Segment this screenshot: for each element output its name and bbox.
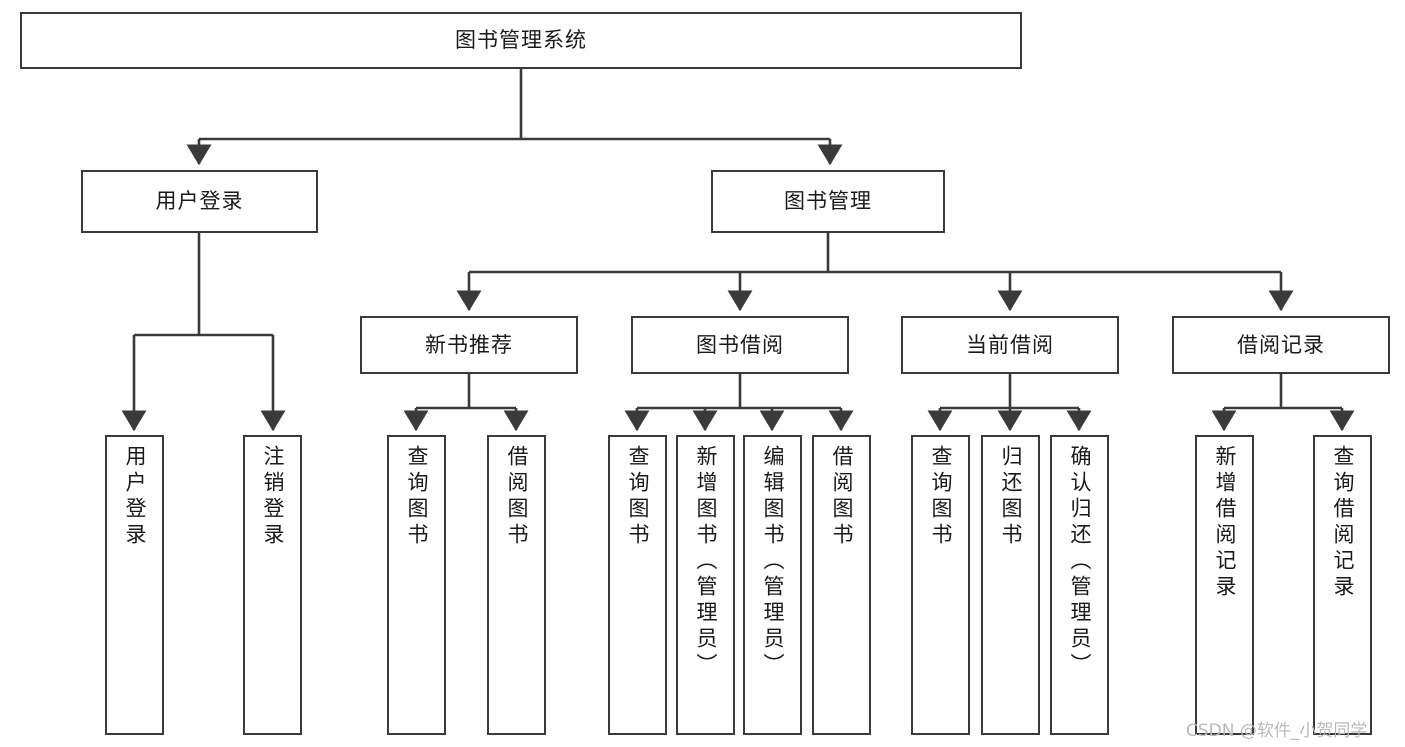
node-leaf-borrow-book-1-label: 借阅图书 [505, 445, 529, 549]
node-leaf-borrow-book-2[interactable]: 借阅图书 [812, 435, 871, 735]
node-leaf-return-book[interactable]: 归还图书 [981, 435, 1040, 735]
node-leaf-borrow-book-2-label: 借阅图书 [830, 445, 854, 549]
node-leaf-query-book-1-label: 查询图书 [405, 445, 429, 549]
node-leaf-user-logout[interactable]: 注销登录 [243, 435, 302, 735]
node-user-login[interactable]: 用户登录 [81, 170, 318, 233]
node-leaf-borrow-book-1[interactable]: 借阅图书 [487, 435, 546, 735]
node-leaf-confirm-return[interactable]: 确认归还（管理员） [1050, 435, 1109, 735]
node-user-login-label: 用户登录 [155, 189, 244, 214]
node-borrow-record[interactable]: 借阅记录 [1172, 316, 1390, 374]
node-leaf-query-record-label: 查询借阅记录 [1331, 445, 1355, 601]
node-leaf-add-record-label: 新增借阅记录 [1213, 445, 1237, 601]
node-leaf-query-book-2[interactable]: 查询图书 [608, 435, 667, 735]
node-book-borrow[interactable]: 图书借阅 [631, 316, 849, 374]
node-leaf-query-book-3-label: 查询图书 [929, 445, 953, 549]
node-borrow-record-label: 借阅记录 [1237, 332, 1325, 357]
node-leaf-user-login-label: 用户登录 [123, 445, 147, 549]
node-root[interactable]: 图书管理系统 [20, 12, 1022, 69]
node-root-label: 图书管理系统 [455, 28, 587, 53]
node-leaf-query-book-2-label: 查询图书 [626, 445, 650, 549]
node-leaf-add-record[interactable]: 新增借阅记录 [1195, 435, 1254, 735]
node-leaf-edit-book[interactable]: 编辑图书（管理员） [743, 435, 802, 735]
node-leaf-confirm-return-label: 确认归还（管理员） [1068, 445, 1092, 679]
node-leaf-user-login[interactable]: 用户登录 [105, 435, 164, 735]
node-book-manage-label: 图书管理 [784, 189, 872, 214]
node-book-manage[interactable]: 图书管理 [711, 170, 945, 233]
node-leaf-query-book-1[interactable]: 查询图书 [387, 435, 446, 735]
node-current-borrow[interactable]: 当前借阅 [901, 316, 1119, 374]
node-leaf-user-logout-label: 注销登录 [261, 445, 285, 549]
node-leaf-add-book-label: 新增图书（管理员） [694, 445, 718, 679]
node-leaf-add-book[interactable]: 新增图书（管理员） [676, 435, 735, 735]
node-leaf-query-record[interactable]: 查询借阅记录 [1313, 435, 1372, 735]
node-leaf-edit-book-label: 编辑图书（管理员） [761, 445, 785, 679]
watermark-text: CSDN @软件_小贺同学 [1186, 721, 1368, 741]
node-new-book-recommend[interactable]: 新书推荐 [360, 316, 578, 374]
node-book-borrow-label: 图书借阅 [696, 332, 784, 357]
node-new-book-recommend-label: 新书推荐 [425, 332, 513, 357]
node-current-borrow-label: 当前借阅 [966, 332, 1054, 357]
node-leaf-query-book-3[interactable]: 查询图书 [911, 435, 970, 735]
node-leaf-return-book-label: 归还图书 [999, 445, 1023, 549]
